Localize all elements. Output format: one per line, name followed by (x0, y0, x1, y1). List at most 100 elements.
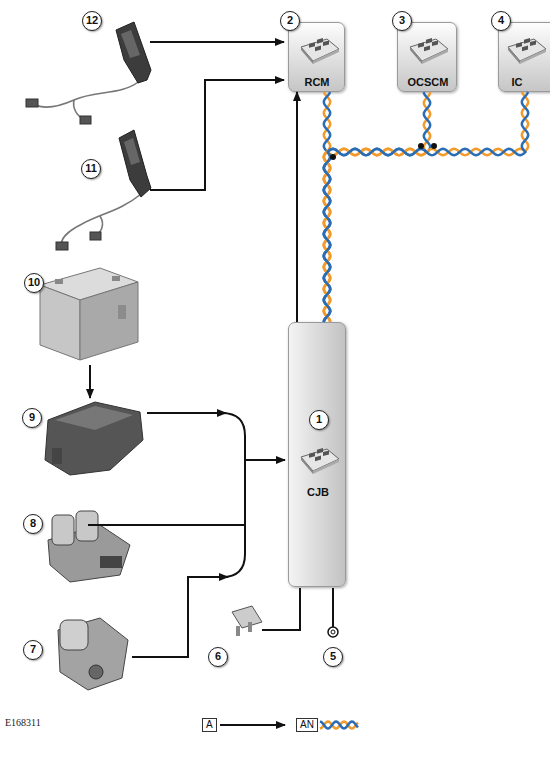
fuse-box-illustration (45, 402, 143, 475)
signal-arrow-connector (297, 92, 298, 322)
module-chip-icon-part (315, 46, 321, 52)
seatbelt-buckle-illustration-part (26, 99, 38, 107)
seatbelt-buckle-illustration-part (56, 242, 68, 250)
module-chip-icon-part (301, 39, 339, 61)
fuse-illustration-part (232, 606, 262, 628)
can-bus-connector (324, 92, 528, 322)
battery-illustration-part (118, 305, 126, 319)
legend-arrow-sample (220, 724, 285, 726)
callout-number: 1 (309, 410, 329, 430)
module-chip-icon-part (301, 449, 339, 471)
seatbelt-buckle-illustration-part (124, 138, 140, 165)
switch-pack-illustration-part (100, 556, 122, 568)
module-chip-icon-part (317, 38, 323, 44)
switch-pack-illustration (48, 511, 130, 582)
module-box: 1CJB (288, 322, 346, 587)
module-name: CJB (278, 486, 358, 499)
callout-number: 8 (23, 514, 43, 534)
module-chip-icon (297, 447, 341, 475)
module-chip-icon-part (516, 42, 522, 48)
twisted-pair-wire (324, 92, 430, 322)
module-name: IC (477, 76, 550, 89)
twisted-pair-wire (324, 92, 528, 322)
switch-illustration-part (60, 620, 88, 650)
module-chip-icon-part (432, 40, 438, 46)
callout-number: 5 (323, 647, 343, 667)
fuse-box-illustration-part (45, 402, 143, 475)
seatbelt-buckle-illustration-part (34, 80, 141, 107)
switch-pack-illustration-part (52, 515, 74, 545)
module-chip-icon-part (524, 38, 530, 44)
switch-illustration-part (89, 665, 103, 679)
battery-illustration-part (40, 285, 80, 360)
module-chip-icon-part (530, 40, 536, 46)
module-chip-icon (504, 37, 548, 65)
seatbelt-buckle-illustration (26, 22, 151, 124)
module-chip-icon-part (508, 47, 520, 64)
twisted-pair-wire (324, 92, 430, 322)
legend-pair-sample (320, 721, 358, 728)
module-chip-icon-part (301, 457, 313, 474)
switch-illustration (58, 618, 128, 690)
supply-wires-part (332, 588, 334, 627)
module-chip-icon-part (323, 40, 329, 46)
callout-number: 12 (82, 11, 102, 31)
module-box: 2RCM (288, 22, 345, 92)
module-chip-icon (406, 37, 450, 65)
module-chip-icon (297, 37, 341, 65)
module-chip-icon-part (317, 448, 323, 454)
legend-sample (217, 718, 287, 732)
seatbelt-buckle-illustration-part (90, 232, 101, 240)
callout-number: 7 (23, 640, 43, 660)
figure-id: E168311 (5, 717, 41, 728)
module-chip-icon-part (522, 46, 528, 52)
callout-number: 3 (392, 11, 412, 31)
can-bus-connector (324, 92, 430, 322)
legend-pair-sample (320, 721, 358, 728)
ground-symbol (328, 627, 338, 637)
seatbelt-buckle-illustration (56, 130, 151, 250)
ground-symbol-part (331, 630, 335, 634)
module-chip-icon-part (422, 49, 448, 64)
bus-junction-dots (330, 143, 437, 160)
seatbelt-buckle-illustration-part (119, 130, 151, 197)
fuse-box-illustration-part (55, 406, 133, 430)
fuse-illustration-part (248, 622, 252, 632)
callout-number: 2 (280, 11, 300, 31)
callout-number: 6 (208, 647, 228, 667)
supply-wires-part (262, 588, 300, 630)
merge-arrows-part (132, 577, 228, 657)
legend-sample (318, 718, 360, 732)
module-box: 4IC (498, 22, 550, 92)
module-chip-icon-part (520, 49, 546, 64)
seatbelt-buckle-illustration-part (62, 194, 141, 246)
switch-illustration-part (58, 618, 128, 690)
can-bus-connector (324, 92, 330, 322)
module-chip-icon-part (323, 450, 329, 456)
module-box: 3OCSCM (397, 22, 457, 92)
legend-key: AN (296, 718, 318, 732)
merge-arrows-part (150, 41, 284, 43)
seatbelt-buckle-illustration-part (121, 30, 140, 58)
legend-entry: A (202, 715, 287, 731)
module-chip-icon-part (508, 39, 546, 61)
twisted-pair-wire (324, 92, 330, 322)
module-name: RCM (277, 76, 357, 89)
bus-junction-dots-part (431, 143, 437, 149)
callout-number: 9 (22, 408, 42, 428)
module-name: OCSCM (388, 76, 468, 89)
seatbelt-buckle-illustration-part (116, 22, 151, 83)
battery-illustration-part (55, 279, 63, 284)
legend-key: A (202, 718, 217, 732)
twisted-pair-wire (324, 92, 528, 322)
bus-junction-dots-part (330, 154, 336, 160)
merge-arrows (88, 42, 285, 657)
fuse-illustration-part (236, 626, 240, 636)
merge-arrows-part (88, 524, 245, 526)
signal-arrow-line (296, 92, 298, 322)
merge-arrows-part (222, 413, 245, 577)
twisted-pair-wire (324, 92, 330, 322)
